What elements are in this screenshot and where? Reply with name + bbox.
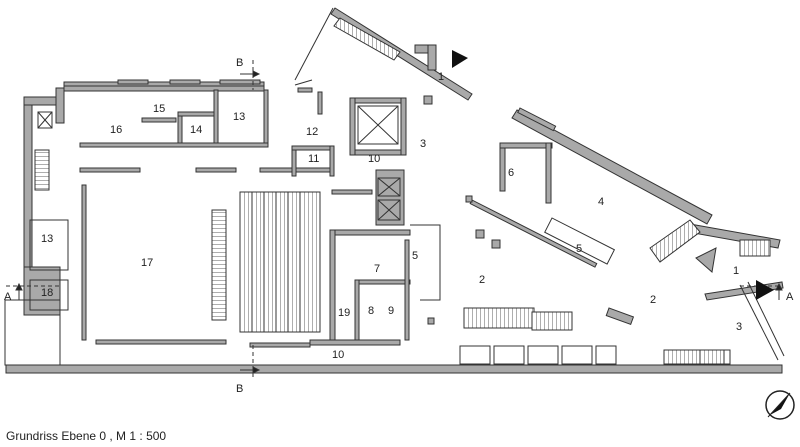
stairs bbox=[34, 17, 771, 365]
room-label: 2 bbox=[479, 274, 485, 286]
plan-caption: Grundriss Ebene 0 , M 1 : 500 bbox=[6, 429, 167, 443]
entrance-ramp-icon bbox=[695, 247, 717, 273]
room-labels: 1 1 2 2 3 3 4 5 5 6 7 8 9 10 10 11 12 13… bbox=[41, 71, 742, 361]
room-label: 3 bbox=[420, 138, 426, 150]
section-label-b-top: B bbox=[236, 57, 243, 69]
room-label: 2 bbox=[650, 294, 656, 306]
room-label: 16 bbox=[110, 124, 122, 136]
lifts bbox=[37, 105, 401, 221]
room-label: 1 bbox=[438, 71, 444, 83]
room-label: 13 bbox=[233, 111, 245, 123]
entrance-triangle-icon bbox=[452, 50, 468, 68]
room-label: 9 bbox=[388, 305, 394, 317]
room-label: 3 bbox=[736, 321, 742, 333]
room-label: 10 bbox=[368, 153, 380, 165]
room-label: 18 bbox=[41, 287, 53, 299]
section-label-b-bottom: B bbox=[236, 383, 243, 395]
room-label: 8 bbox=[368, 305, 374, 317]
room-label: 13 bbox=[41, 233, 53, 245]
north-arrow-icon bbox=[765, 390, 795, 420]
room-label: 6 bbox=[508, 167, 514, 179]
room-label: 14 bbox=[190, 124, 202, 136]
room-label: 4 bbox=[598, 196, 604, 208]
room-label: 17 bbox=[141, 257, 153, 269]
room-label: 5 bbox=[412, 250, 418, 262]
section-label-a-right: A bbox=[786, 291, 794, 303]
room-label: 10 bbox=[332, 349, 344, 361]
outlines bbox=[4, 7, 785, 366]
room-label: 15 bbox=[153, 103, 165, 115]
auditorium-seating bbox=[211, 191, 321, 333]
room-label: 1 bbox=[733, 265, 739, 277]
room-label: 19 bbox=[338, 307, 350, 319]
room-label: 11 bbox=[308, 153, 319, 165]
section-label-a-left: A bbox=[4, 291, 12, 303]
room-label: 12 bbox=[306, 126, 318, 138]
outer-walls bbox=[5, 7, 784, 374]
room-label: 5 bbox=[576, 243, 582, 255]
room-label: 7 bbox=[374, 263, 380, 275]
entrance-triangle-icon bbox=[756, 280, 774, 300]
